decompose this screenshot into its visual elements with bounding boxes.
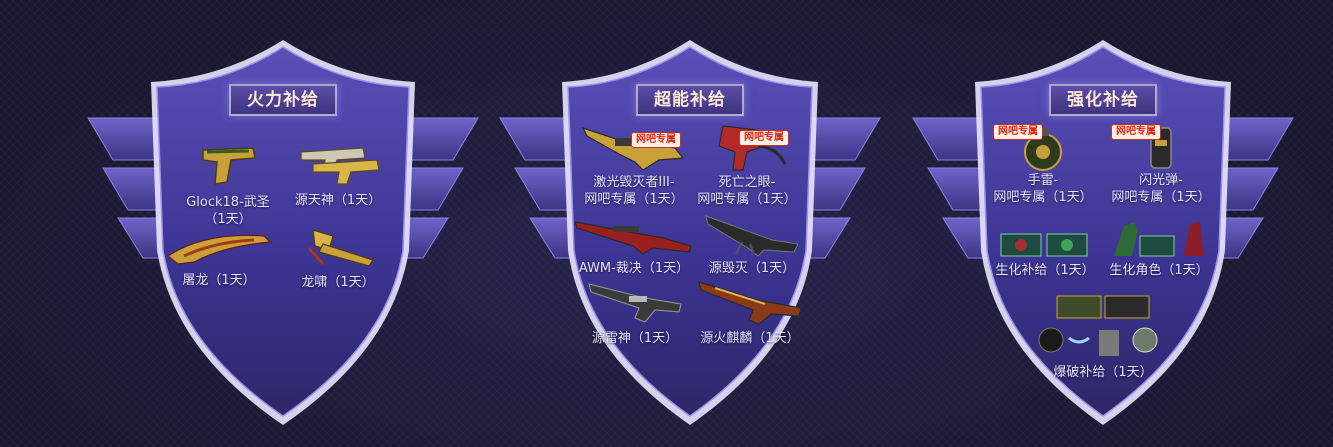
panel-title: 强化补给 <box>1049 84 1157 116</box>
item-awm-verdict[interactable]: AWM-裁决（1天） <box>572 212 696 277</box>
item-yuan-huoqilin[interactable]: 源火麒麟（1天） <box>692 278 808 347</box>
blade-icon <box>166 234 272 265</box>
panel-title: 火力补给 <box>229 84 337 116</box>
item-yuan-huimie[interactable]: 源毁灭（1天） <box>702 212 802 277</box>
item-yuan-leishen[interactable]: 源雷神（1天） <box>580 278 690 347</box>
supply-panel-super: 超能补给 网吧专属 激光毁灭者III- 网吧专属（1天） 网吧专属 死亡之眼- <box>480 0 900 447</box>
supply-panel-enhance: 强化补给 网吧专属 手雷- 网吧专属（1天） 网吧专属 闪光 <box>893 0 1313 447</box>
item-flashbang[interactable]: 网吧专属 闪光弹- 网吧专属（1天） <box>1105 122 1217 206</box>
item-demolition-supply[interactable]: 爆破补给（1天） <box>1033 294 1173 381</box>
panel-title: 超能补给 <box>636 84 744 116</box>
smg-icon <box>718 125 787 171</box>
item-bio-supply[interactable]: 生化补给（1天） <box>993 230 1097 279</box>
sniper-rifle-icon <box>574 221 692 255</box>
axe-icon <box>307 229 374 267</box>
shield-frame <box>151 40 415 425</box>
item-death-eye[interactable]: 网吧专属 死亡之眼- 网吧专属（1天） <box>692 118 802 208</box>
grenade-icon <box>1024 128 1062 171</box>
internet-cafe-badge: 网吧专属 <box>993 124 1043 140</box>
internet-cafe-badge: 网吧专属 <box>1111 124 1161 140</box>
dual-pistol-icon <box>300 147 380 185</box>
pistol-icon <box>202 147 256 185</box>
item-bio-character[interactable]: 生化角色（1天） <box>1103 216 1215 279</box>
item-yuan-tianshen[interactable]: 源天神（1天） <box>283 138 393 209</box>
demolition-supply-icon <box>1038 295 1158 356</box>
item-longxiao[interactable]: 龙啸（1天） <box>283 224 393 291</box>
item-grenade[interactable]: 网吧专属 手雷- 网吧专属（1天） <box>987 122 1099 206</box>
bio-character-icon <box>1114 222 1204 257</box>
item-glock18[interactable]: Glock18-武圣 （1天） <box>173 140 283 228</box>
item-tulong[interactable]: 屠龙（1天） <box>159 226 279 289</box>
bio-supply-icon <box>1000 233 1088 257</box>
supply-panel-firepower: 火力补给 Glock18-武圣 （1天） 源天神（1天） 屠龙（1天） <box>73 0 493 447</box>
assault-rifle-icon <box>588 283 682 323</box>
internet-cafe-badge: 网吧专属 <box>631 132 681 148</box>
heavy-sniper-icon <box>705 215 799 257</box>
item-laser-destroyer[interactable]: 网吧专属 激光毁灭者III- 网吧专属（1天） <box>574 118 694 208</box>
internet-cafe-badge: 网吧专属 <box>739 130 789 146</box>
ak-rifle-icon <box>698 281 802 325</box>
